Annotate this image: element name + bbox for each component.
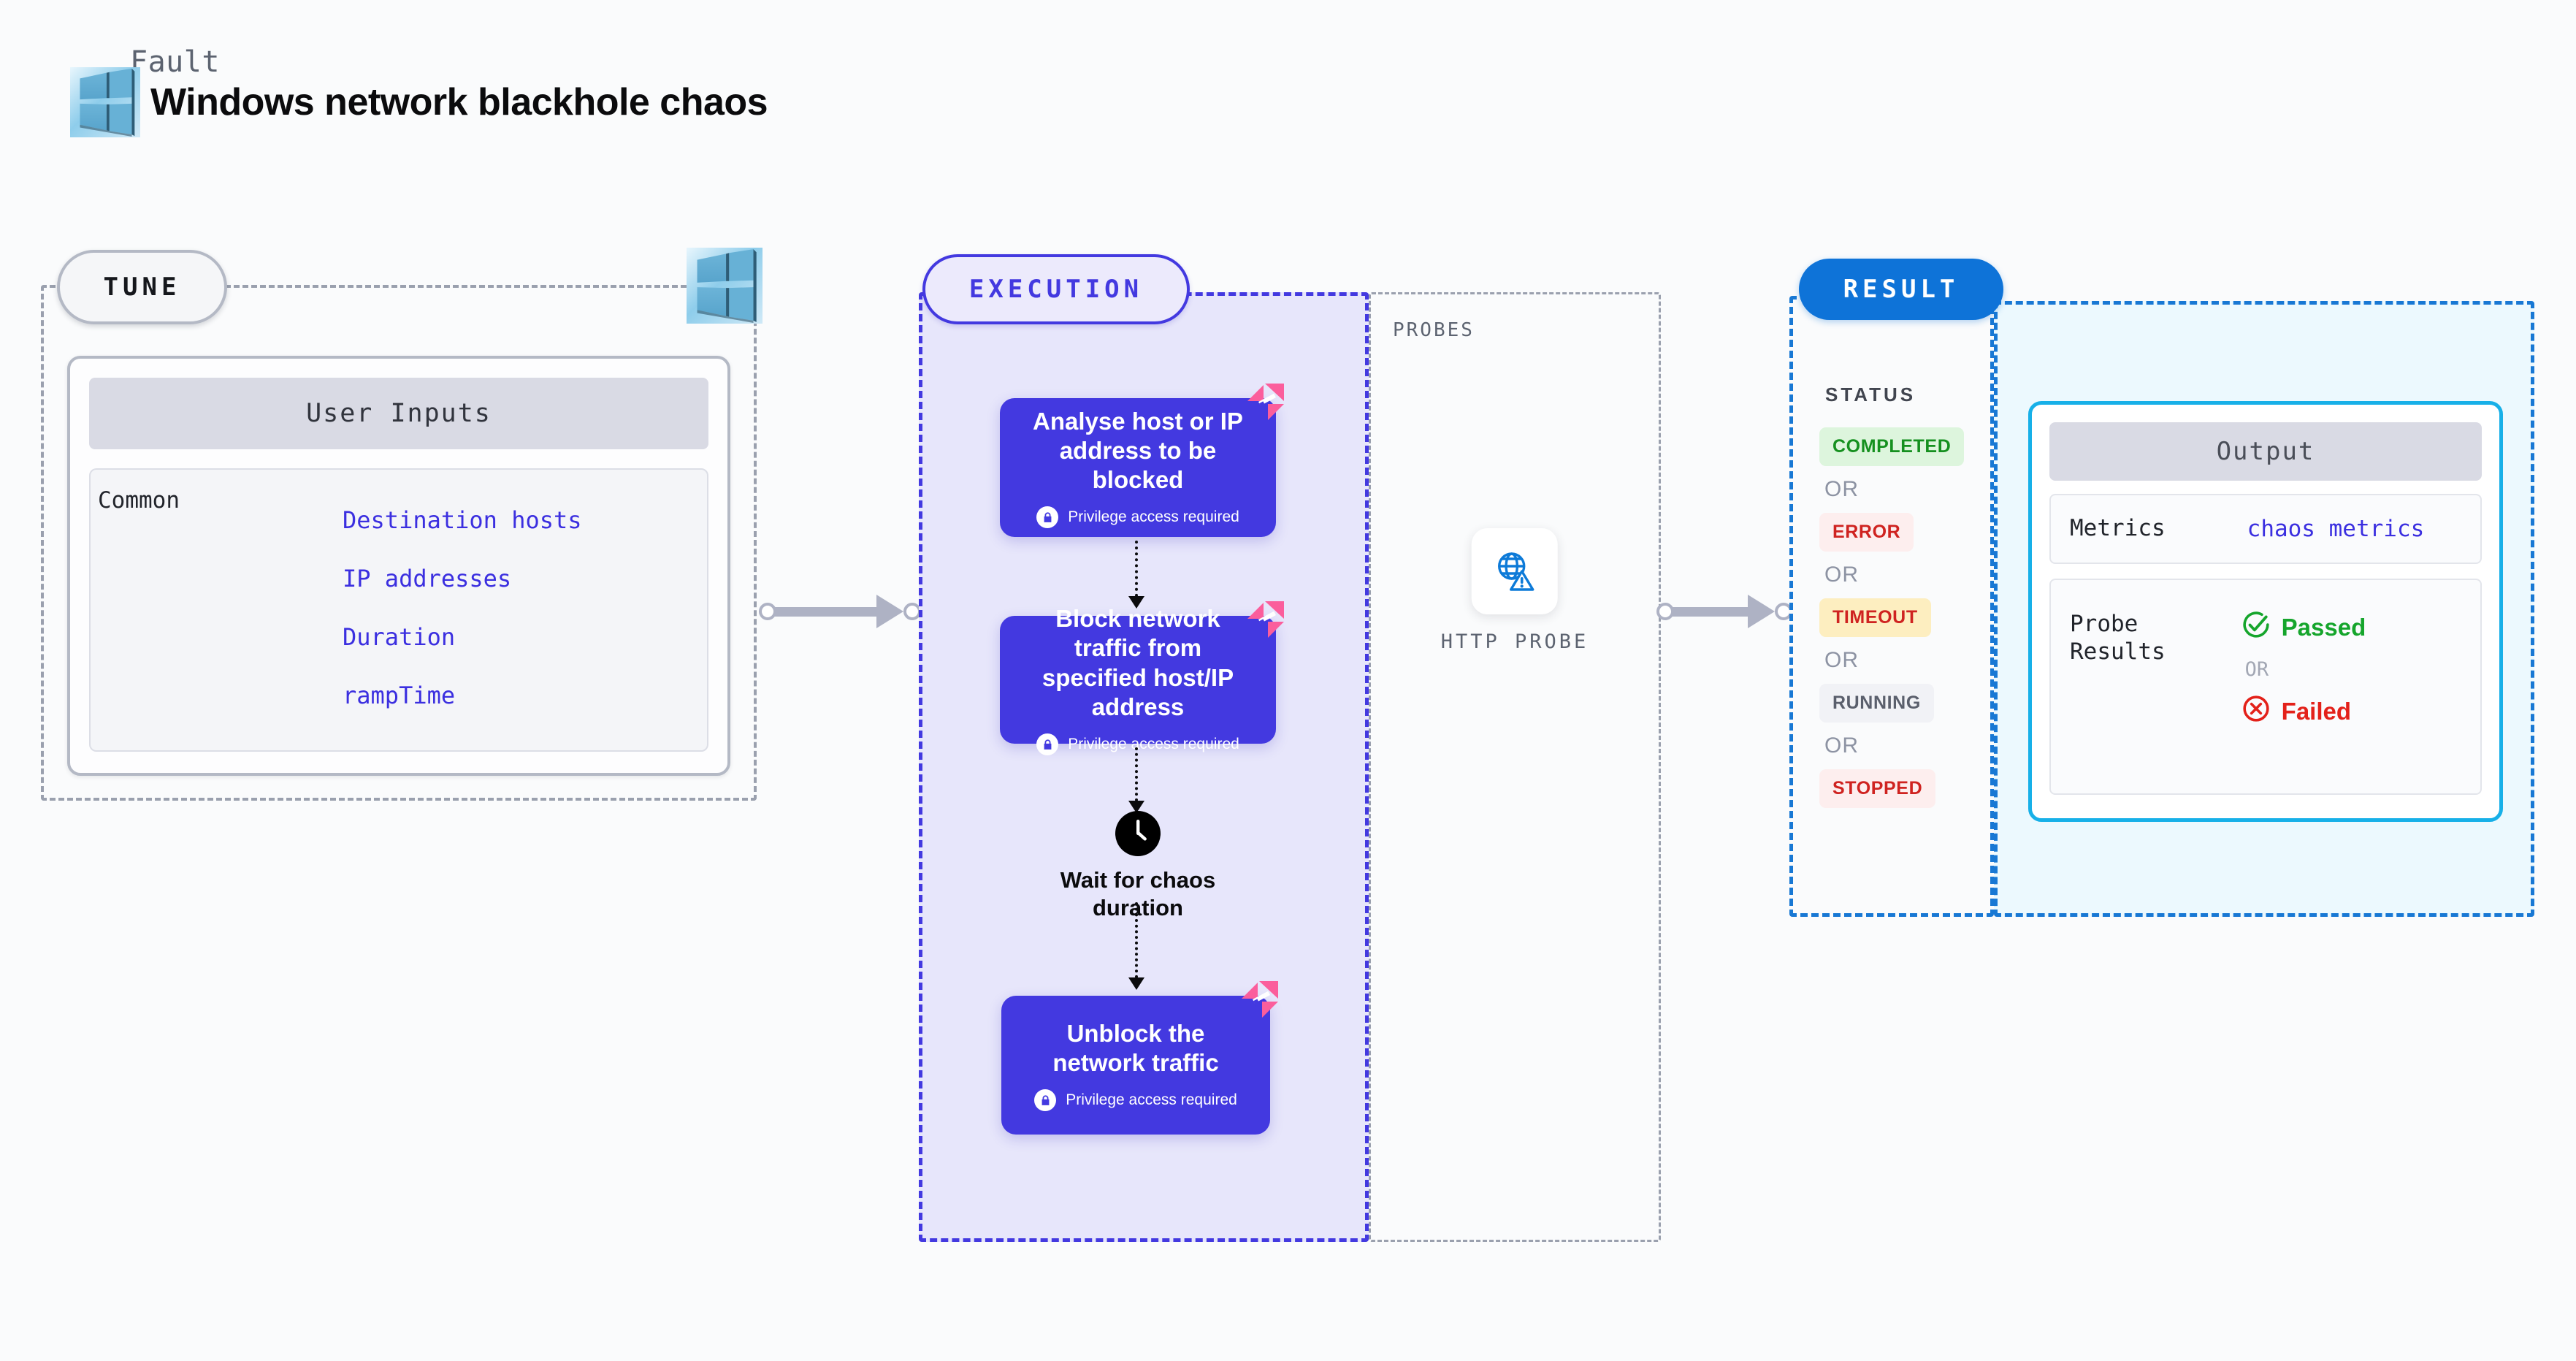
- status-heading: STATUS: [1825, 384, 1916, 405]
- param-list: Destination hosts IP addresses Duration …: [343, 506, 582, 709]
- metrics-key: Metrics: [2070, 515, 2166, 542]
- harness-logo-icon: [1245, 382, 1286, 423]
- privilege-label: Privilege access required: [1068, 736, 1239, 752]
- metrics-value[interactable]: chaos metrics: [2247, 516, 2425, 542]
- or-separator: OR: [1824, 563, 1859, 587]
- connector-line: [774, 606, 882, 617]
- connector-tune-to-execution: [759, 595, 921, 628]
- probe-results-row: Probe Results Passed OR: [2049, 579, 2482, 795]
- arrow-stem: [1135, 541, 1138, 597]
- param-duration[interactable]: Duration: [343, 623, 456, 651]
- privilege-label: Privilege access required: [1066, 1091, 1237, 1109]
- connector-end-dot: [903, 603, 921, 620]
- or-separator: OR: [2244, 658, 2269, 681]
- connector-arrowhead: [1748, 595, 1775, 628]
- failed-label: Failed: [2281, 698, 2352, 725]
- verdict-passed: Passed: [2242, 611, 2366, 644]
- execution-section: EXECUTION Analyse host or IP address to …: [919, 254, 1369, 1242]
- clock-icon: [1115, 811, 1161, 856]
- arrow-head: [1128, 977, 1144, 990]
- harness-logo-icon: [1245, 600, 1286, 641]
- param-ramptime[interactable]: rampTime: [343, 682, 456, 709]
- tune-section: TUNE User Inputs Destination hosts IP ad…: [41, 248, 763, 801]
- or-separator: OR: [1824, 733, 1859, 758]
- arrow-stem: [1135, 747, 1138, 801]
- lock-icon: [1036, 733, 1059, 755]
- flow-arrow-3: [1128, 902, 1144, 990]
- output-card: Output Metrics chaos metrics Probe Resul…: [2028, 401, 2503, 822]
- execution-step-block[interactable]: Block network traffic from specified hos…: [1000, 601, 1284, 755]
- wait-label: Wait for chaos duration: [1060, 867, 1216, 921]
- result-stage-chip: RESULT: [1799, 259, 2003, 320]
- tune-stage-chip: TUNE: [57, 250, 227, 324]
- x-circle-icon: [2242, 695, 2270, 728]
- status-badge-running: RUNNING: [1819, 684, 1934, 723]
- param-destination-hosts[interactable]: Destination hosts: [343, 506, 582, 534]
- arrow-head: [1128, 596, 1144, 609]
- execution-step-title: Unblock the network traffic: [1052, 1019, 1219, 1076]
- verdict-failed: Failed: [2242, 695, 2351, 728]
- wait-for-chaos-duration: Wait for chaos duration: [1000, 811, 1276, 923]
- status-badge-completed: COMPLETED: [1819, 427, 1965, 466]
- lock-icon: [1034, 1089, 1057, 1112]
- passed-label: Passed: [2281, 614, 2366, 641]
- flow-arrow-2: [1128, 747, 1144, 813]
- probe-results-values: Passed OR Failed: [2242, 611, 2366, 793]
- status-badge-timeout: TIMEOUT: [1819, 598, 1931, 637]
- probes-section-label: PROBES: [1393, 319, 1475, 341]
- probes-section: PROBES HTTP PROBE: [1369, 292, 1661, 1242]
- execution-step-title: Block network traffic from specified hos…: [1042, 605, 1234, 720]
- user-inputs-header: User Inputs: [89, 378, 708, 449]
- arrow-head: [1128, 801, 1144, 813]
- or-separator: OR: [1824, 477, 1859, 501]
- common-params-box: Destination hosts IP addresses Duration …: [89, 468, 708, 752]
- probe-results-key: Probe Results: [2070, 611, 2166, 665]
- execution-step-analyse[interactable]: Analyse host or IP address to be blocked…: [1000, 384, 1284, 537]
- metrics-row: Metrics chaos metrics: [2049, 494, 2482, 564]
- connector-arrowhead: [876, 595, 903, 628]
- probe-tile[interactable]: [1472, 528, 1558, 614]
- status-list: COMPLETED OR ERROR OR TIMEOUT OR RUNNING…: [1819, 427, 1965, 808]
- execution-step-title: Analyse host or IP address to be blocked: [1033, 407, 1243, 494]
- check-circle-icon: [2242, 611, 2270, 644]
- harness-logo-icon: [1239, 980, 1280, 1021]
- globe-warning-icon: [1491, 546, 1538, 597]
- page-header: Fault Windows: [70, 45, 1166, 148]
- arrow-stem: [1135, 902, 1138, 978]
- output-header: Output: [2049, 422, 2482, 481]
- privilege-note: Privilege access required: [1036, 506, 1239, 529]
- execution-step-unblock[interactable]: Unblock the network traffic Privilege ac…: [1001, 981, 1278, 1135]
- execution-stage-chip: EXECUTION: [922, 254, 1190, 324]
- windows-logo-icon: [70, 67, 140, 137]
- privilege-note: Privilege access required: [1034, 1089, 1237, 1112]
- fault-kicker: Fault: [130, 45, 220, 79]
- lock-icon: [1036, 506, 1059, 529]
- user-inputs-card: User Inputs Destination hosts IP address…: [67, 356, 730, 776]
- connector-line: [1672, 606, 1753, 617]
- result-section: RESULT STATUS COMPLETED OR ERROR OR TIME…: [1789, 259, 2003, 917]
- common-group-label: Common: [98, 487, 180, 514]
- page-title: Windows network blackhole chaos: [150, 81, 768, 123]
- privilege-label: Privilege access required: [1068, 508, 1239, 526]
- param-ip-addresses[interactable]: IP addresses: [343, 565, 512, 592]
- result-output-section: Output Metrics chaos metrics Probe Resul…: [1994, 301, 2534, 917]
- flow-arrow-1: [1128, 541, 1144, 609]
- or-separator: OR: [1824, 648, 1859, 672]
- status-badge-error: ERROR: [1819, 513, 1914, 552]
- status-badge-stopped: STOPPED: [1819, 769, 1936, 808]
- probe-item-http[interactable]: HTTP PROBE: [1441, 528, 1589, 653]
- windows-logo-icon: [687, 248, 763, 324]
- probe-name: HTTP PROBE: [1440, 630, 1589, 653]
- privilege-note: Privilege access required: [1036, 733, 1239, 755]
- connector-probes-to-result: [1656, 595, 1792, 628]
